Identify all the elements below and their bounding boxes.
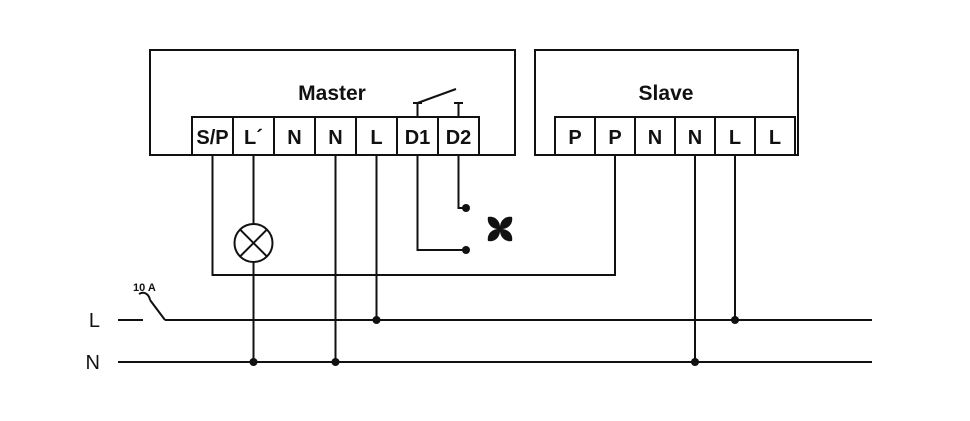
junction-dot (731, 316, 739, 324)
terminal-d2-label: D2 (446, 127, 472, 149)
terminal-sp-label: S/P (196, 127, 228, 149)
breaker-hook (138, 291, 151, 301)
lamp-cross-2 (239, 228, 268, 258)
junction-dots (249, 204, 739, 366)
wire-d1-to-fan (416, 155, 466, 251)
line-bus-label: L (89, 310, 100, 332)
slave-title: Slave (639, 82, 694, 105)
terminal-n1-label: N (287, 127, 301, 149)
wire-sp-to-slave-p (211, 155, 616, 276)
terminal-l2 (754, 116, 796, 156)
slave-terminals: P P N N L L (554, 116, 796, 156)
terminal-n2-label: N (328, 127, 342, 149)
fan-blade-3 (487, 216, 501, 230)
fan-wire-end-dot (462, 246, 470, 254)
breaker-blade (149, 299, 166, 321)
breaker-icon: 10 A (133, 282, 166, 321)
terminal-l-label: L (370, 127, 382, 149)
fan-wire-end-dot (462, 204, 470, 212)
fan-icon (487, 216, 513, 242)
terminal-p2 (594, 116, 636, 156)
terminal-n2 (314, 116, 357, 156)
switch-blade (417, 88, 457, 104)
terminal-l-prime (232, 116, 275, 156)
fan-blade-4 (499, 216, 513, 230)
fan-blade-1 (499, 228, 513, 242)
breaker-rating-label: 10 A (133, 282, 156, 294)
terminal-d1 (396, 116, 439, 156)
terminal-l1-label: L (729, 127, 741, 149)
fan-blade-2 (487, 228, 501, 242)
junction-dot (249, 358, 258, 366)
terminal-p2-label: P (608, 127, 621, 149)
junction-dot (331, 358, 340, 366)
wire-d2-to-fan (457, 155, 466, 209)
supply-buses: L N (86, 310, 872, 374)
master-terminals: S/P L´ N N L D1 D2 (191, 116, 480, 156)
lamp-circle (233, 223, 274, 263)
terminal-p1-label: P (568, 127, 581, 149)
master-unit: Master S/P L´ N N L D1 D2 (149, 49, 516, 156)
terminal-l2-label: L (769, 127, 781, 149)
wiring (211, 155, 736, 362)
terminal-n1-label: N (648, 127, 662, 149)
lamp-icon (233, 223, 274, 263)
slave-unit: Slave P P N N L L (534, 49, 799, 156)
terminal-d2 (437, 116, 480, 156)
junction-dot (372, 316, 381, 324)
terminal-d1-label: D1 (405, 127, 431, 149)
terminal-n2-label: N (688, 127, 702, 149)
terminal-l-prime-label: L´ (244, 127, 263, 149)
neutral-bus-label: N (86, 352, 100, 374)
switch-contact-icon (413, 88, 463, 117)
junction-dot (691, 358, 699, 366)
master-title: Master (298, 82, 366, 105)
